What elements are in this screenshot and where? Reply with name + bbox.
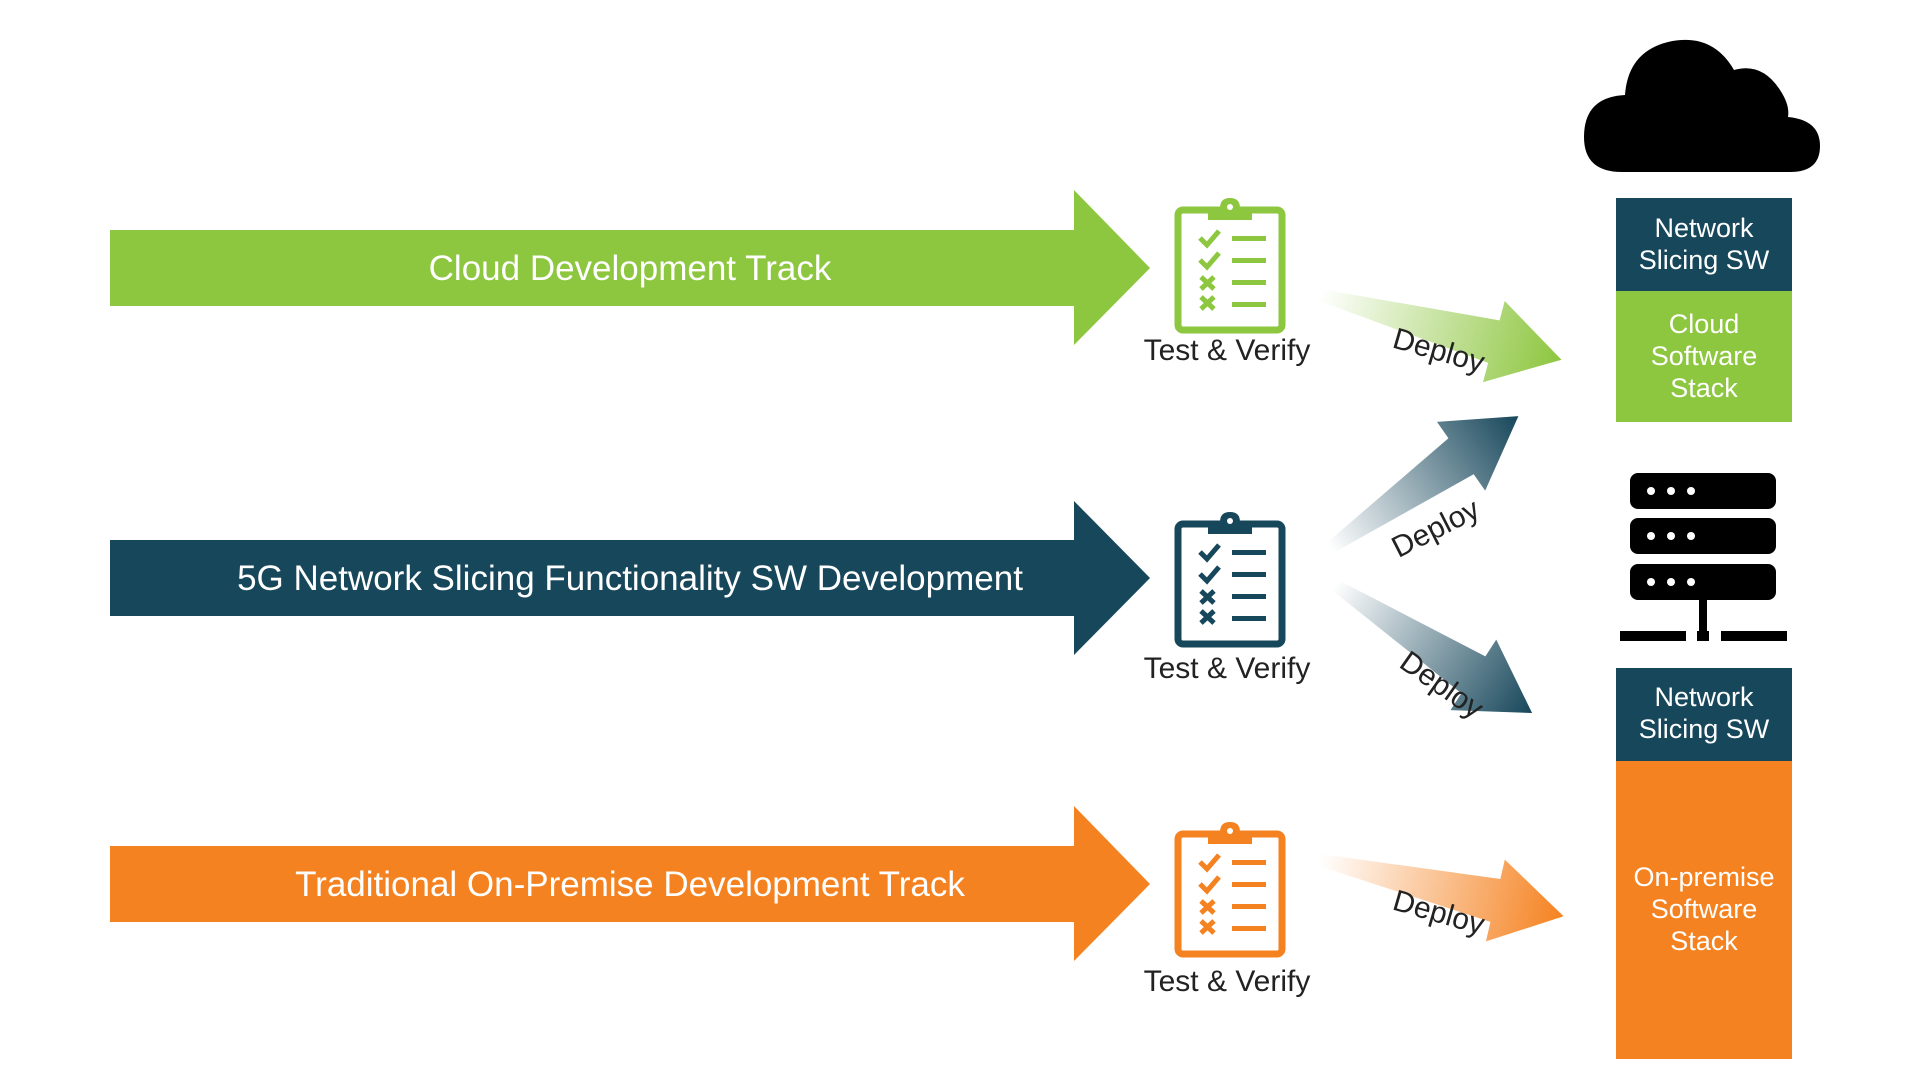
cloud-stack-top-line1: Network [1654, 213, 1754, 243]
deploy-arrow-cloud [1318, 289, 1562, 383]
clipboard-checklist-icon [1178, 198, 1282, 330]
clipboard-checklist-icon [1178, 822, 1282, 954]
server-icon [1620, 473, 1787, 641]
onprem-software-stack: Network Slicing SW On-premise Software S… [1616, 668, 1792, 1059]
track-arrow-on-premise: Traditional On-Premise Development Track [110, 806, 1150, 961]
onprem-stack-top-line2: Slicing SW [1639, 714, 1770, 744]
test-verify-label: Test & Verify [1144, 652, 1311, 685]
track-label-cloud: Cloud Development Track [429, 249, 832, 288]
clipboard-checklist-icon [1178, 512, 1282, 644]
deploy-arrow-network-to-cloud [1326, 416, 1519, 553]
cloud-icon [1584, 39, 1820, 172]
test-verify-label: Test & Verify [1144, 965, 1311, 998]
track-label-on-premise: Traditional On-Premise Development Track [295, 865, 965, 904]
onprem-stack-bottom-line1: On-premise [1633, 862, 1774, 892]
cloud-software-stack: Network Slicing SW Cloud Software Stack [1616, 198, 1792, 422]
onprem-stack-bottom-line2: Software [1651, 894, 1758, 924]
onprem-stack-top-line1: Network [1654, 682, 1754, 712]
onprem-stack-bottom-line3: Stack [1670, 926, 1738, 956]
cloud-stack-top-line2: Slicing SW [1639, 245, 1770, 275]
track-arrow-network-slicing: 5G Network Slicing Functionality SW Deve… [110, 501, 1150, 655]
track-label-network-slicing: 5G Network Slicing Functionality SW Deve… [237, 559, 1023, 598]
cloud-stack-bottom-line1: Cloud [1669, 309, 1740, 339]
deploy-arrow-on-premise [1318, 854, 1564, 942]
cloud-stack-bottom-line3: Stack [1670, 373, 1738, 403]
track-arrow-cloud: Cloud Development Track [110, 190, 1150, 345]
deploy-arrow-network-to-onprem [1331, 579, 1533, 713]
cloud-stack-bottom-line2: Software [1651, 341, 1758, 371]
test-verify-label: Test & Verify [1144, 334, 1311, 367]
